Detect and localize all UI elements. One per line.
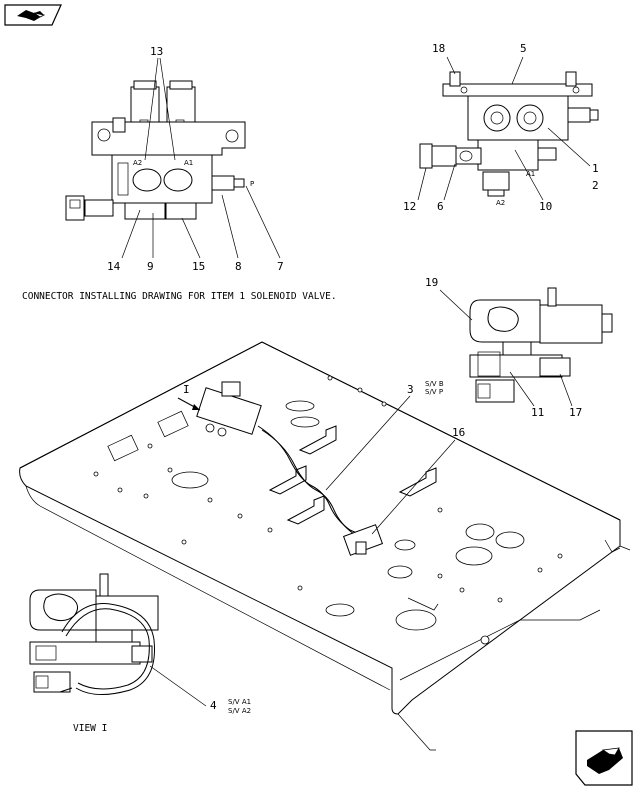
port-label-a2-right: A2	[496, 199, 505, 207]
wire-tag-sv-b-1: S/V B	[425, 380, 444, 388]
callout-2: 2	[592, 179, 599, 192]
previous-page-button[interactable]	[4, 4, 62, 26]
port-label-a1-left: A1	[184, 159, 193, 167]
port-label-p-left: P	[250, 180, 254, 188]
callout-16: 16	[452, 426, 465, 439]
callout-15: 15	[192, 260, 205, 273]
valve-assembly-right	[419, 71, 599, 197]
wire-tag-sv-p-1: S/V P	[425, 388, 443, 396]
next-page-button[interactable]	[575, 730, 633, 786]
callout-17: 17	[569, 406, 582, 419]
callout-18: 18	[432, 42, 445, 55]
callout-9: 9	[147, 260, 154, 273]
previous-page-icon	[4, 4, 62, 26]
callout-14: 14	[107, 260, 121, 273]
diagram-caption: CONNECTOR INSTALLING DRAWING FOR ITEM 1 …	[22, 291, 337, 302]
callout-5: 5	[520, 42, 527, 55]
view-marker: I	[183, 383, 190, 396]
callout-7: 7	[277, 260, 284, 273]
callout-3: 3	[407, 383, 414, 396]
wire-tag-sv-a2: S/V A2	[228, 707, 251, 715]
callout-12: 12	[403, 200, 416, 213]
view-i-detail	[29, 573, 159, 695]
callout-1: 1	[592, 162, 599, 175]
solenoid-valve-detail	[469, 287, 613, 403]
view-label: VIEW I	[73, 723, 107, 734]
next-page-icon	[575, 730, 633, 786]
floor-valve	[196, 381, 384, 556]
callout-8: 8	[235, 260, 242, 273]
callout-19: 19	[425, 276, 438, 289]
wire-tag-sv-a1: S/V A1	[228, 698, 251, 706]
port-label-a2-left: A2	[133, 159, 142, 167]
callout-10: 10	[539, 200, 552, 213]
floor-plate	[19, 341, 631, 751]
callout-6: 6	[437, 200, 444, 213]
callout-13: 13	[150, 45, 163, 58]
callout-4: 4	[210, 699, 217, 712]
callout-11: 11	[531, 406, 544, 419]
valve-assembly-left	[65, 80, 246, 221]
port-label-a1-right: A1	[526, 170, 535, 178]
